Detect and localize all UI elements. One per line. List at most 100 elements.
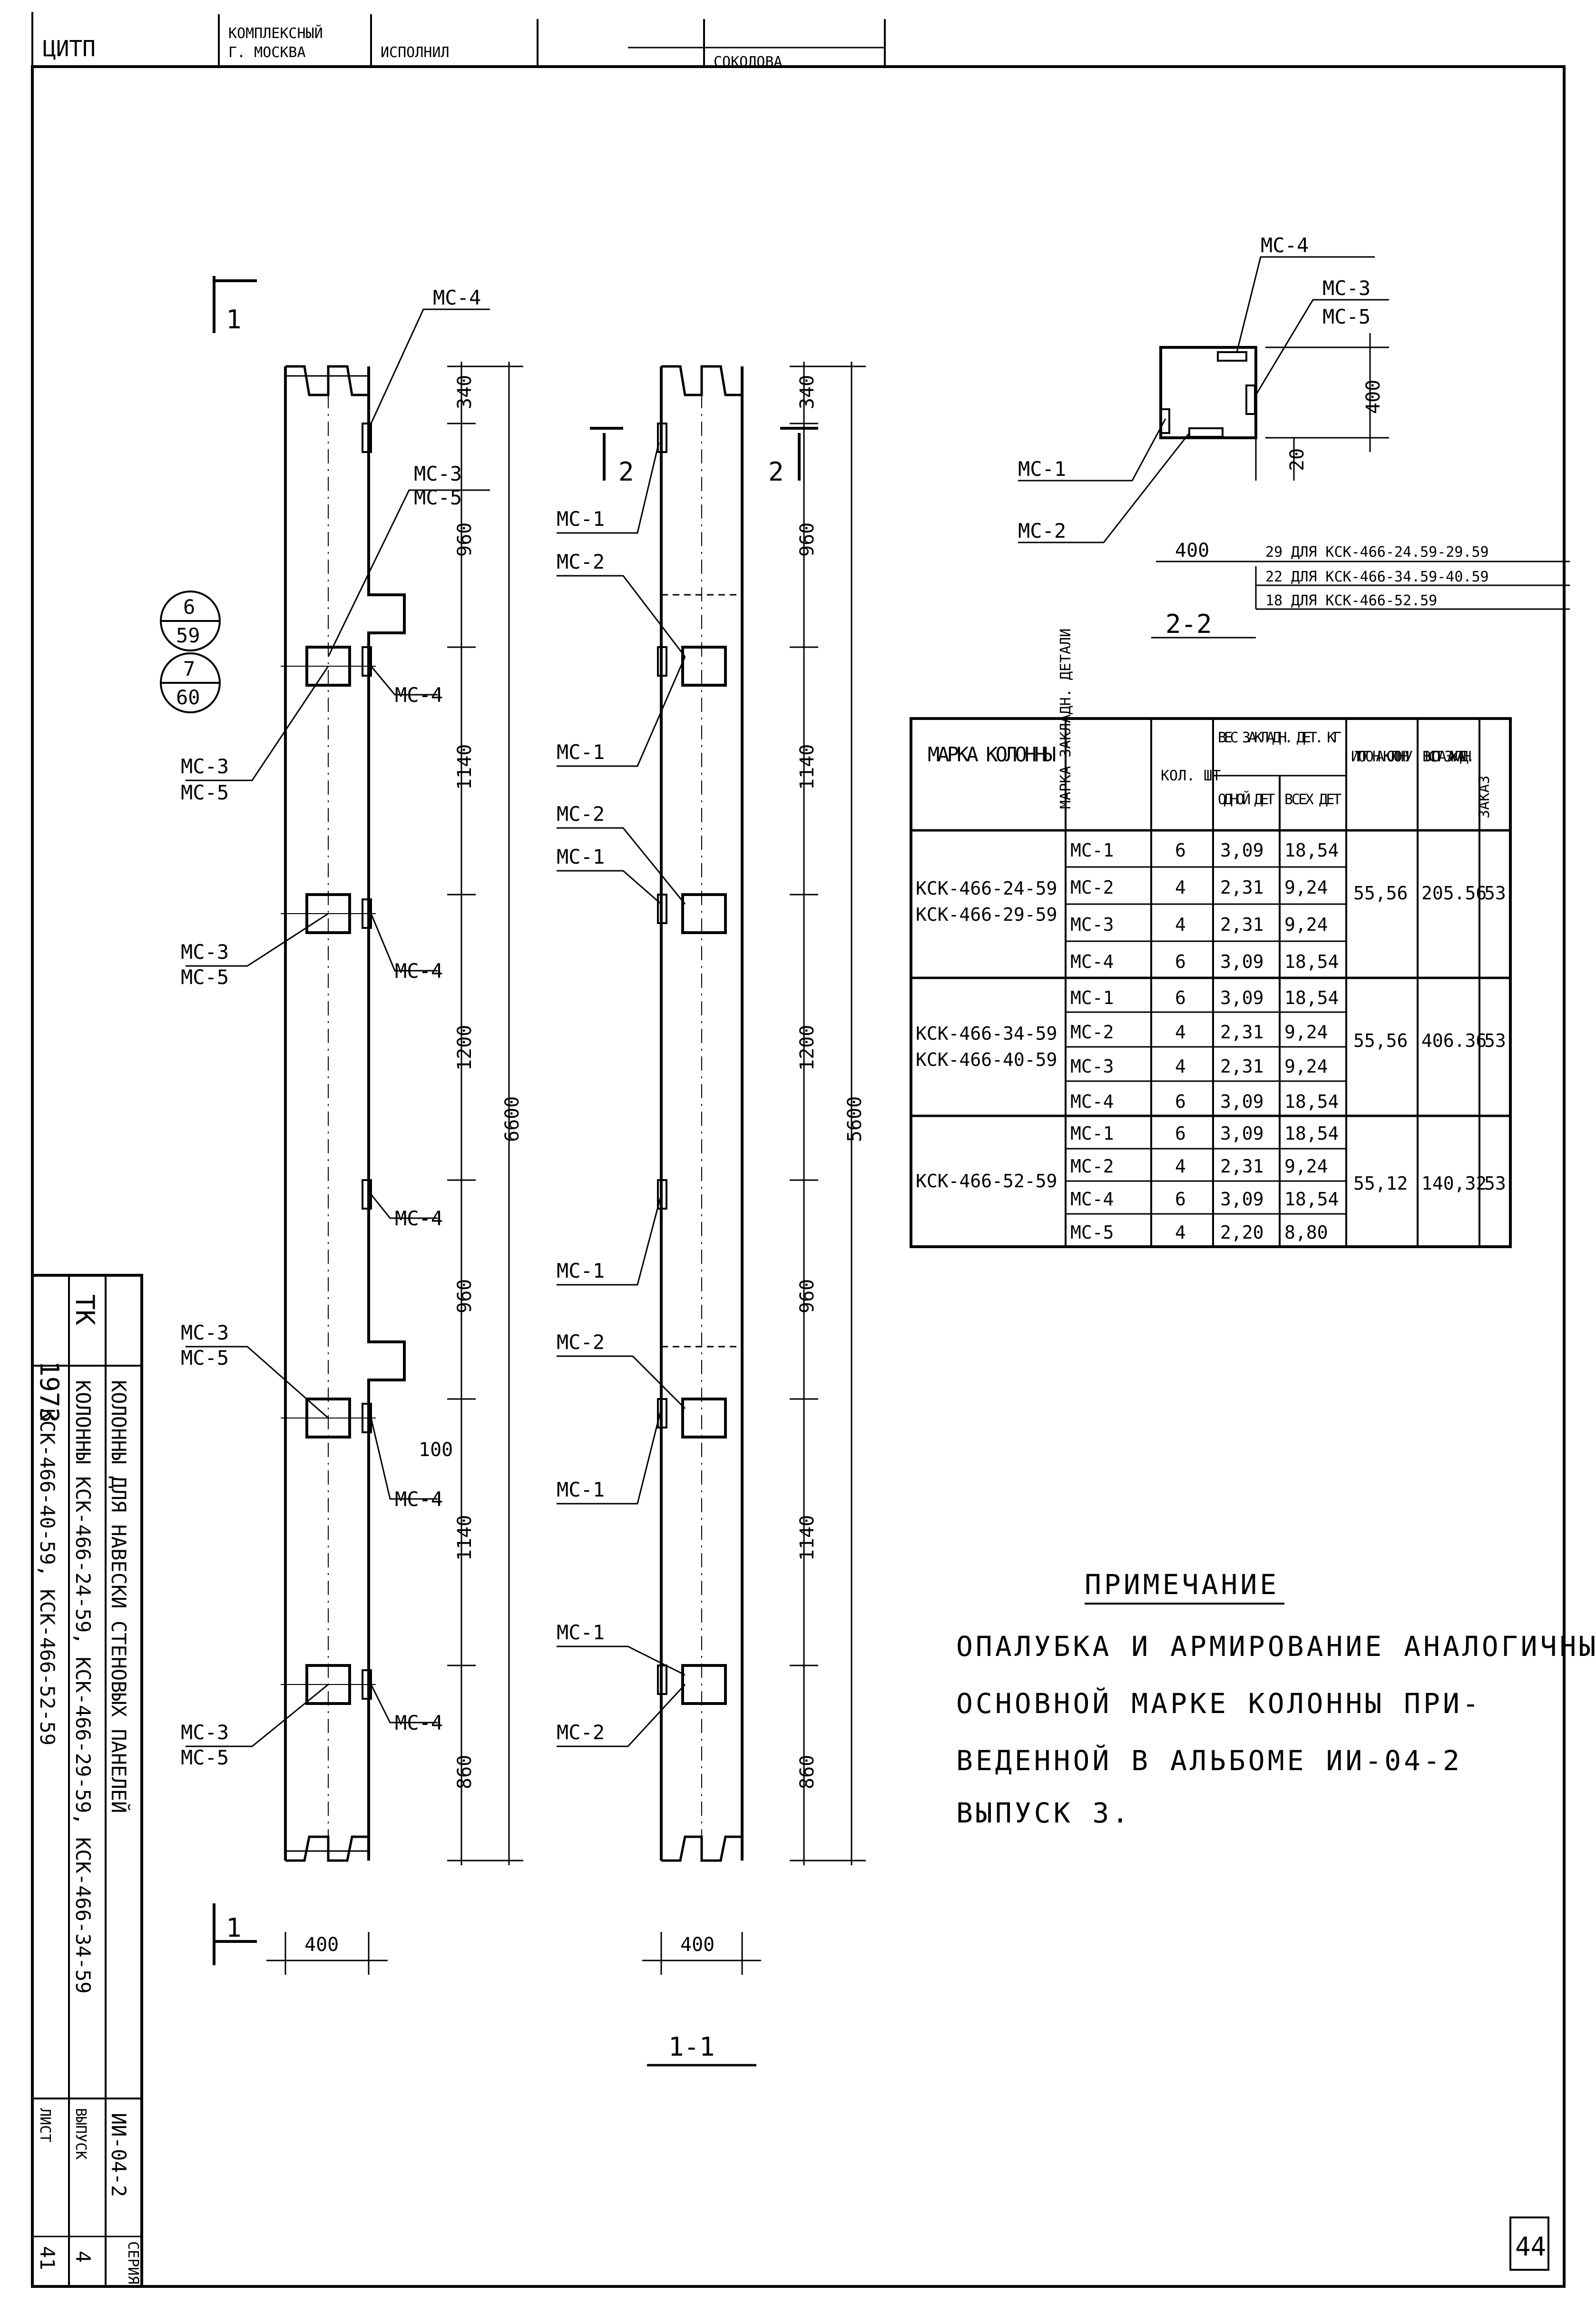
left-callout-mc3-c: МС-3 [181, 940, 229, 964]
right-dim-1140b: 1140 [796, 1515, 818, 1561]
g1-r3-part: МС-3 [1070, 914, 1114, 935]
g3-total: 55,12 [1353, 1173, 1408, 1194]
stamp-city: Г. МОСКВА [228, 44, 306, 61]
right-callout-mc1-f: МС-1 [557, 1621, 605, 1644]
g2-r1-qty: 6 [1175, 987, 1186, 1008]
g3-r4-all: 8,80 [1284, 1222, 1328, 1243]
g1-r4-part: МС-4 [1070, 951, 1114, 972]
g3-r1-qty: 6 [1175, 1123, 1186, 1144]
page-number: 44 [1515, 2232, 1546, 2262]
stamp-complex: КОМПЛЕКСНЫЙ [228, 25, 323, 42]
th-kol: КОЛ. ШТ [1161, 768, 1221, 784]
stamp-role: ИСПОЛНИЛ [381, 44, 450, 61]
left-callout-mc4-b: МС-4 [395, 683, 443, 707]
left-dim-1140b: 1140 [454, 1515, 476, 1561]
g2-r3-all: 9,24 [1284, 1056, 1328, 1077]
note-line-2: ОСНОВНОЙ МАРКЕ КОЛОННЫ ПРИ- [956, 1687, 1482, 1720]
left-dim-340: 340 [454, 375, 476, 409]
s22-dim-400-h: 400 [1175, 540, 1209, 561]
s22-callout-mc1: МС-1 [1018, 457, 1066, 481]
g2-r1-part: МС-1 [1070, 987, 1114, 1008]
section-2-right-label: 2 [768, 457, 784, 487]
page-number-box [1509, 2216, 1549, 2271]
right-callout-mc1-b: МС-1 [557, 740, 605, 764]
right-callout-mc2-a: МС-2 [557, 550, 605, 573]
left-callout-mc5-d: МС-5 [181, 1346, 229, 1369]
note-line-3: ВЕДЕННОЙ В АЛЬБОМЕ ИИ-04-2 [956, 1744, 1462, 1777]
left-dim-1200: 1200 [454, 1025, 476, 1071]
right-dim-960b: 960 [796, 1279, 818, 1313]
s22-callout-mc5: МС-5 [1322, 305, 1371, 328]
th-vseh: ВСЕХ ДЕТ [1284, 791, 1341, 808]
left-column-view [281, 365, 406, 1862]
left-width-dim [266, 1932, 388, 1975]
g3-r2-qty: 4 [1175, 1156, 1186, 1177]
tb-list-value: 41 [36, 2246, 59, 2270]
left-dim-960: 960 [454, 522, 476, 557]
section-2-2-detail [1159, 333, 1389, 481]
tb-series: ИИ-04-2 [107, 2113, 130, 2197]
title-block [31, 1274, 143, 2288]
s22-callout-mc4: МС-4 [1261, 234, 1309, 257]
left-callout-mc4-e: МС-4 [395, 1487, 443, 1511]
section-2-left-label: 2 [618, 457, 634, 487]
g2-total: 55,56 [1353, 1030, 1408, 1051]
g3-r3-one: 3,09 [1220, 1189, 1264, 1210]
g3-r2-part: МС-2 [1070, 1156, 1114, 1177]
right-width-400: 400 [680, 1934, 715, 1956]
section-1-top-label: 1 [226, 305, 242, 335]
g2-r2-part: МС-2 [1070, 1022, 1114, 1043]
left-callout-mc4-d: МС-4 [395, 1207, 443, 1230]
g2-r2-qty: 4 [1175, 1022, 1186, 1043]
g3-r2-all: 9,24 [1284, 1156, 1328, 1177]
tb-line2: КОЛОННЫ КСК-466-24-59, КСК-466-29-59, КС… [71, 1380, 95, 1994]
g1-r1-one: 3,09 [1220, 840, 1264, 861]
g2-r4-all: 18,54 [1284, 1091, 1339, 1112]
left-dim-100: 100 [419, 1439, 453, 1461]
th-ves: ВЕС ЗАКЛАДН. ДЕТ. КГ [1218, 729, 1341, 746]
th-odnoy: ОДНОЙ ДЕТ [1218, 791, 1275, 808]
th-zakaz: ЗАКАЗ [1476, 776, 1493, 818]
left-callout-mc4-top: МС-4 [433, 286, 481, 309]
g2-mark-1: КСК-466-34-59 [916, 1023, 1057, 1044]
left-callout-mc3-b: МС-3 [181, 755, 229, 778]
left-callout-mc5-c: МС-5 [181, 965, 229, 989]
left-dim-860: 860 [454, 1755, 476, 1789]
right-callout-mc2-b: МС-2 [557, 802, 605, 826]
th-marka: МАРКА КОЛОННЫ [928, 743, 1056, 766]
g2-r2-one: 2,31 [1220, 1022, 1264, 1043]
g1-r2-one: 2,31 [1220, 877, 1264, 898]
left-dim-total: 6600 [501, 1096, 523, 1142]
s22-dim-400-v: 400 [1362, 380, 1384, 414]
left-callout-mc3-d: МС-3 [181, 1321, 229, 1344]
g1-r1-part: МС-1 [1070, 840, 1114, 861]
tb-tk: ТК [70, 1294, 100, 1326]
right-callout-mc2-c: МС-2 [557, 1330, 605, 1354]
stamp-name: СОКОЛОВА [714, 54, 783, 70]
g1-pos: 205.56 [1421, 883, 1487, 904]
right-dim-1200: 1200 [796, 1025, 818, 1071]
g1-r3-all: 9,24 [1284, 914, 1328, 935]
g2-r1-all: 18,54 [1284, 987, 1339, 1008]
note-line-1: ОПАЛУБКА И АРМИРОВАНИЕ АНАЛОГИЧНЫ [956, 1630, 1596, 1663]
left-callout-mc3-a: МС-3 [414, 462, 462, 485]
s22-note-1: 29 ДЛЯ КСК-466-24.59-29.59 [1265, 544, 1489, 561]
th-vysota: ВЫСОТА ЗАКЛАДН. [1422, 749, 1475, 765]
left-callout-mc4-f: МС-4 [395, 1711, 443, 1734]
g2-num: 53 [1484, 1030, 1506, 1051]
right-callout-mc1-d: МС-1 [557, 1259, 605, 1282]
right-width-dim [642, 1932, 761, 1975]
right-callout-mc2-d: МС-2 [557, 1721, 605, 1744]
right-column-view [657, 365, 744, 1862]
stamp-org: ЦИТП [43, 36, 96, 61]
left-callout-leaders [186, 308, 490, 1747]
section-mark-top [213, 276, 257, 1965]
g2-r3-part: МС-3 [1070, 1056, 1114, 1077]
tb-line1: КОЛОННЫ ДЛЯ НАВЕСКИ СТЕНОВЫХ ПАНЕЛЕЙ [107, 1380, 131, 1813]
g1-r3-qty: 4 [1175, 914, 1186, 935]
g1-r1-all: 18,54 [1284, 840, 1339, 861]
right-dim-860: 860 [796, 1755, 818, 1789]
note-title: ПРИМЕЧАНИЕ [1085, 1568, 1279, 1601]
ref-bubble-1-bottom: 59 [176, 624, 200, 647]
